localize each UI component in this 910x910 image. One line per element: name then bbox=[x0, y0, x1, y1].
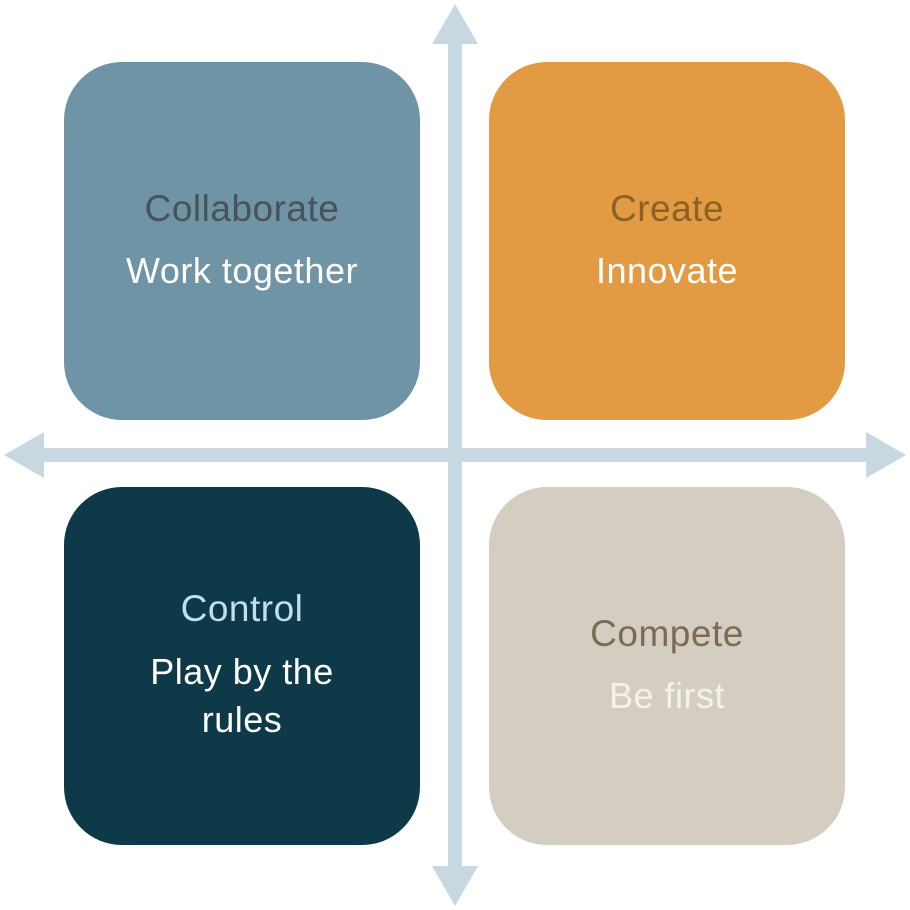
left-arrowhead-icon bbox=[4, 432, 44, 478]
quadrant-compete: Compete Be first bbox=[489, 487, 845, 845]
right-arrowhead-icon bbox=[866, 432, 906, 478]
quadrant-control: Control Play by the rules bbox=[64, 487, 420, 845]
quadrant-control-title: Control bbox=[180, 588, 304, 630]
horizontal-axis-shaft bbox=[36, 448, 874, 462]
quadrant-compete-title: Compete bbox=[590, 612, 744, 654]
quadrant-create-title: Create bbox=[609, 187, 725, 229]
quadrant-control-subtitle: Play by the rules bbox=[150, 650, 334, 741]
quadrant-collaborate: Collaborate Work together bbox=[64, 62, 420, 420]
up-arrowhead-icon bbox=[432, 4, 478, 44]
quadrant-create: Create Innovate bbox=[489, 62, 845, 420]
quadrant-create-subtitle: Innovate bbox=[595, 249, 739, 291]
quadrant-collaborate-title: Collaborate bbox=[144, 187, 340, 229]
quadrant-collaborate-subtitle: Work together bbox=[126, 249, 358, 291]
down-arrowhead-icon bbox=[432, 866, 478, 906]
quadrant-compete-subtitle: Be first bbox=[608, 674, 726, 716]
